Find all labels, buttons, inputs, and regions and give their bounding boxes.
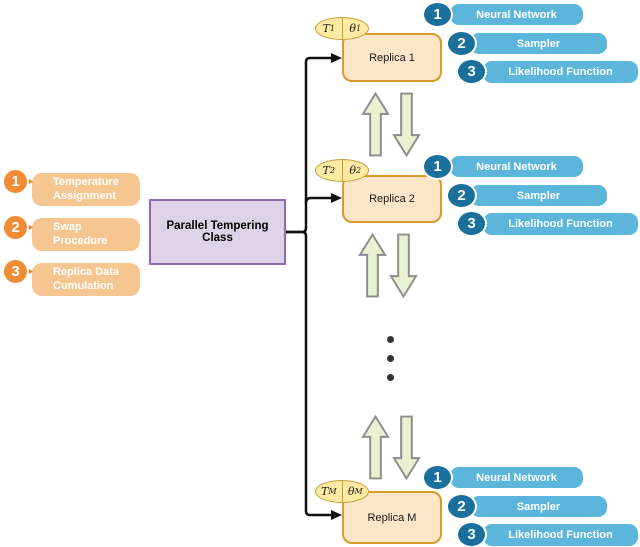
exchange-arrow-down-icon bbox=[392, 415, 421, 480]
component-label: Likelihood Function bbox=[508, 218, 613, 230]
method-number-badge-2: 2 bbox=[2, 214, 29, 241]
component-number: 2 bbox=[457, 35, 466, 52]
method-bar-temperature-assignment: Temperature Assignment bbox=[32, 173, 140, 206]
exchange-arrow-up-icon bbox=[361, 92, 390, 157]
theta-symbol: θ bbox=[349, 164, 357, 177]
method-label-line1: Swap bbox=[53, 221, 82, 233]
theta-symbol: θ bbox=[347, 485, 355, 498]
theta-subscript: 1 bbox=[356, 23, 362, 33]
component-number: 2 bbox=[457, 498, 466, 515]
component-bar-likelihood-function: Likelihood Function bbox=[483, 213, 638, 235]
exchange-arrow-down-icon bbox=[392, 92, 421, 157]
component-label: Likelihood Function bbox=[508, 66, 613, 78]
component-label: Neural Network bbox=[476, 8, 557, 21]
temp-symbol: T bbox=[322, 164, 330, 177]
component-label: Neural Network bbox=[476, 160, 557, 173]
replica-label: Replica 1 bbox=[369, 51, 415, 64]
ellipsis-dot bbox=[387, 355, 394, 362]
component-bar-sampler: Sampler bbox=[470, 185, 607, 206]
connector-to-replica-2 bbox=[304, 196, 331, 204]
component-bar-neural-network: Neural Network bbox=[450, 467, 583, 488]
component-number: 2 bbox=[457, 187, 466, 204]
theta-subscript: 2 bbox=[356, 165, 362, 175]
component-bar-likelihood-function: Likelihood Function bbox=[483, 61, 638, 83]
arrowhead-replica-2 bbox=[331, 193, 342, 203]
theta-symbol: θ bbox=[349, 22, 357, 35]
component-bar-neural-network: Neural Network bbox=[450, 4, 583, 25]
parallel-tempering-class-box: Parallel Tempering Class bbox=[149, 199, 286, 265]
exchange-arrow-up-icon bbox=[358, 233, 387, 298]
connector-to-replica-m bbox=[286, 230, 331, 517]
method-number-badge-3: 3 bbox=[2, 258, 29, 285]
component-bar-sampler: Sampler bbox=[470, 496, 607, 517]
component-label: Sampler bbox=[516, 189, 561, 202]
component-number-badge: 3 bbox=[456, 210, 487, 237]
component-bar-neural-network: Neural Network bbox=[450, 156, 583, 177]
exchange-arrow-down-icon bbox=[389, 233, 418, 298]
connector-to-replica-1 bbox=[286, 56, 331, 234]
method-bar-replica-data-cumulation: Replica Data Cumulation bbox=[32, 263, 140, 296]
component-number: 1 bbox=[433, 158, 442, 175]
component-bar-likelihood-function: Likelihood Function bbox=[483, 524, 638, 546]
replica-label: Replica 2 bbox=[369, 193, 415, 205]
component-label: Sampler bbox=[516, 500, 561, 513]
component-number: 3 bbox=[467, 63, 476, 80]
method-label-line2: Procedure bbox=[53, 234, 108, 247]
component-number: 3 bbox=[467, 526, 476, 543]
arrowhead-replica-m bbox=[331, 510, 342, 520]
temp-subscript: M bbox=[328, 486, 337, 496]
component-label: Sampler bbox=[516, 37, 561, 50]
temp-subscript: 1 bbox=[329, 23, 335, 33]
class-box-label: Parallel Tempering Class bbox=[166, 220, 269, 244]
ellipsis-dot bbox=[387, 374, 394, 381]
component-label: Neural Network bbox=[476, 471, 557, 484]
method-label-line1: Temperature bbox=[53, 176, 119, 188]
component-number: 1 bbox=[433, 6, 442, 23]
component-number-badge: 1 bbox=[422, 153, 453, 180]
component-label: Likelihood Function bbox=[508, 529, 613, 541]
method-bar-swap-procedure: Swap Procedure bbox=[32, 218, 140, 251]
component-number: 1 bbox=[433, 469, 442, 486]
component-number-badge: 1 bbox=[422, 464, 453, 491]
replica-m-box: Replica M bbox=[342, 491, 442, 544]
replica-2-box: Replica 2 bbox=[342, 175, 442, 223]
method-number: 1 bbox=[11, 173, 20, 190]
component-number-badge: 2 bbox=[446, 182, 477, 209]
temp-subscript: 2 bbox=[329, 165, 335, 175]
ellipsis-dot bbox=[387, 336, 394, 343]
component-number-badge: 1 bbox=[422, 1, 453, 28]
component-number: 3 bbox=[467, 215, 476, 232]
method-label-line2: Cumulation bbox=[53, 279, 114, 292]
component-number-badge: 2 bbox=[446, 493, 477, 520]
method-number: 2 bbox=[11, 219, 20, 236]
component-number-badge: 3 bbox=[456, 58, 487, 85]
component-number-badge: 2 bbox=[446, 30, 477, 57]
method-label-line1: Replica Data bbox=[53, 266, 120, 278]
temp-symbol: T bbox=[322, 22, 330, 35]
method-label-line2: Assignment bbox=[53, 189, 116, 202]
exchange-arrow-up-icon bbox=[361, 415, 390, 480]
theta-subscript: M bbox=[354, 486, 363, 496]
arrowhead-replica-1 bbox=[331, 53, 342, 63]
vertical-ellipsis bbox=[387, 336, 394, 381]
replica-label: Replica M bbox=[367, 511, 417, 524]
component-bar-sampler: Sampler bbox=[470, 33, 607, 54]
method-number-badge-1: 1 bbox=[2, 168, 29, 195]
component-number-badge: 3 bbox=[456, 521, 487, 547]
replica-1-box: Replica 1 bbox=[342, 33, 442, 82]
method-number: 3 bbox=[11, 263, 20, 280]
